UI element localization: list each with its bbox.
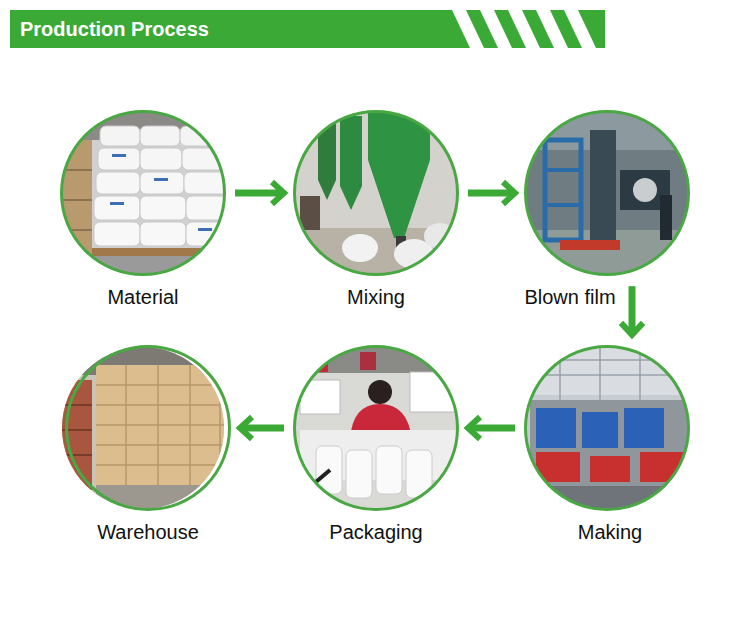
making-photo [524, 345, 694, 516]
flow-arrow [468, 425, 515, 432]
process-step: Making [517, 343, 697, 548]
title-bar [10, 10, 605, 48]
process-step: Mixing [286, 108, 466, 313]
step-circle [524, 110, 690, 276]
step-circle [65, 345, 231, 511]
step-circle [524, 345, 690, 511]
step-label: Blown film [480, 285, 660, 309]
flow-arrow [629, 286, 636, 335]
step-label: Making [520, 520, 700, 544]
step-circle [293, 345, 459, 511]
title-text: Production Process [20, 10, 209, 48]
flow-arrow [235, 190, 284, 197]
mixing-photo [293, 110, 463, 288]
packaging-photo [293, 345, 463, 515]
step-label: Warehouse [58, 520, 238, 544]
process-step: Material [53, 108, 233, 313]
process-step: Blown film [517, 108, 697, 313]
process-step: Packaging [286, 343, 466, 548]
step-label: Packaging [286, 520, 466, 544]
process-step: Warehouse [58, 343, 238, 548]
blown-film-photo [524, 110, 694, 280]
flow-arrow [240, 425, 284, 432]
material-photo [60, 110, 232, 286]
step-circle [60, 110, 226, 276]
step-circle [293, 110, 459, 276]
flow-arrow [468, 190, 515, 197]
step-label: Material [53, 285, 233, 309]
warehouse-photo [60, 345, 230, 515]
step-label: Mixing [286, 285, 466, 309]
